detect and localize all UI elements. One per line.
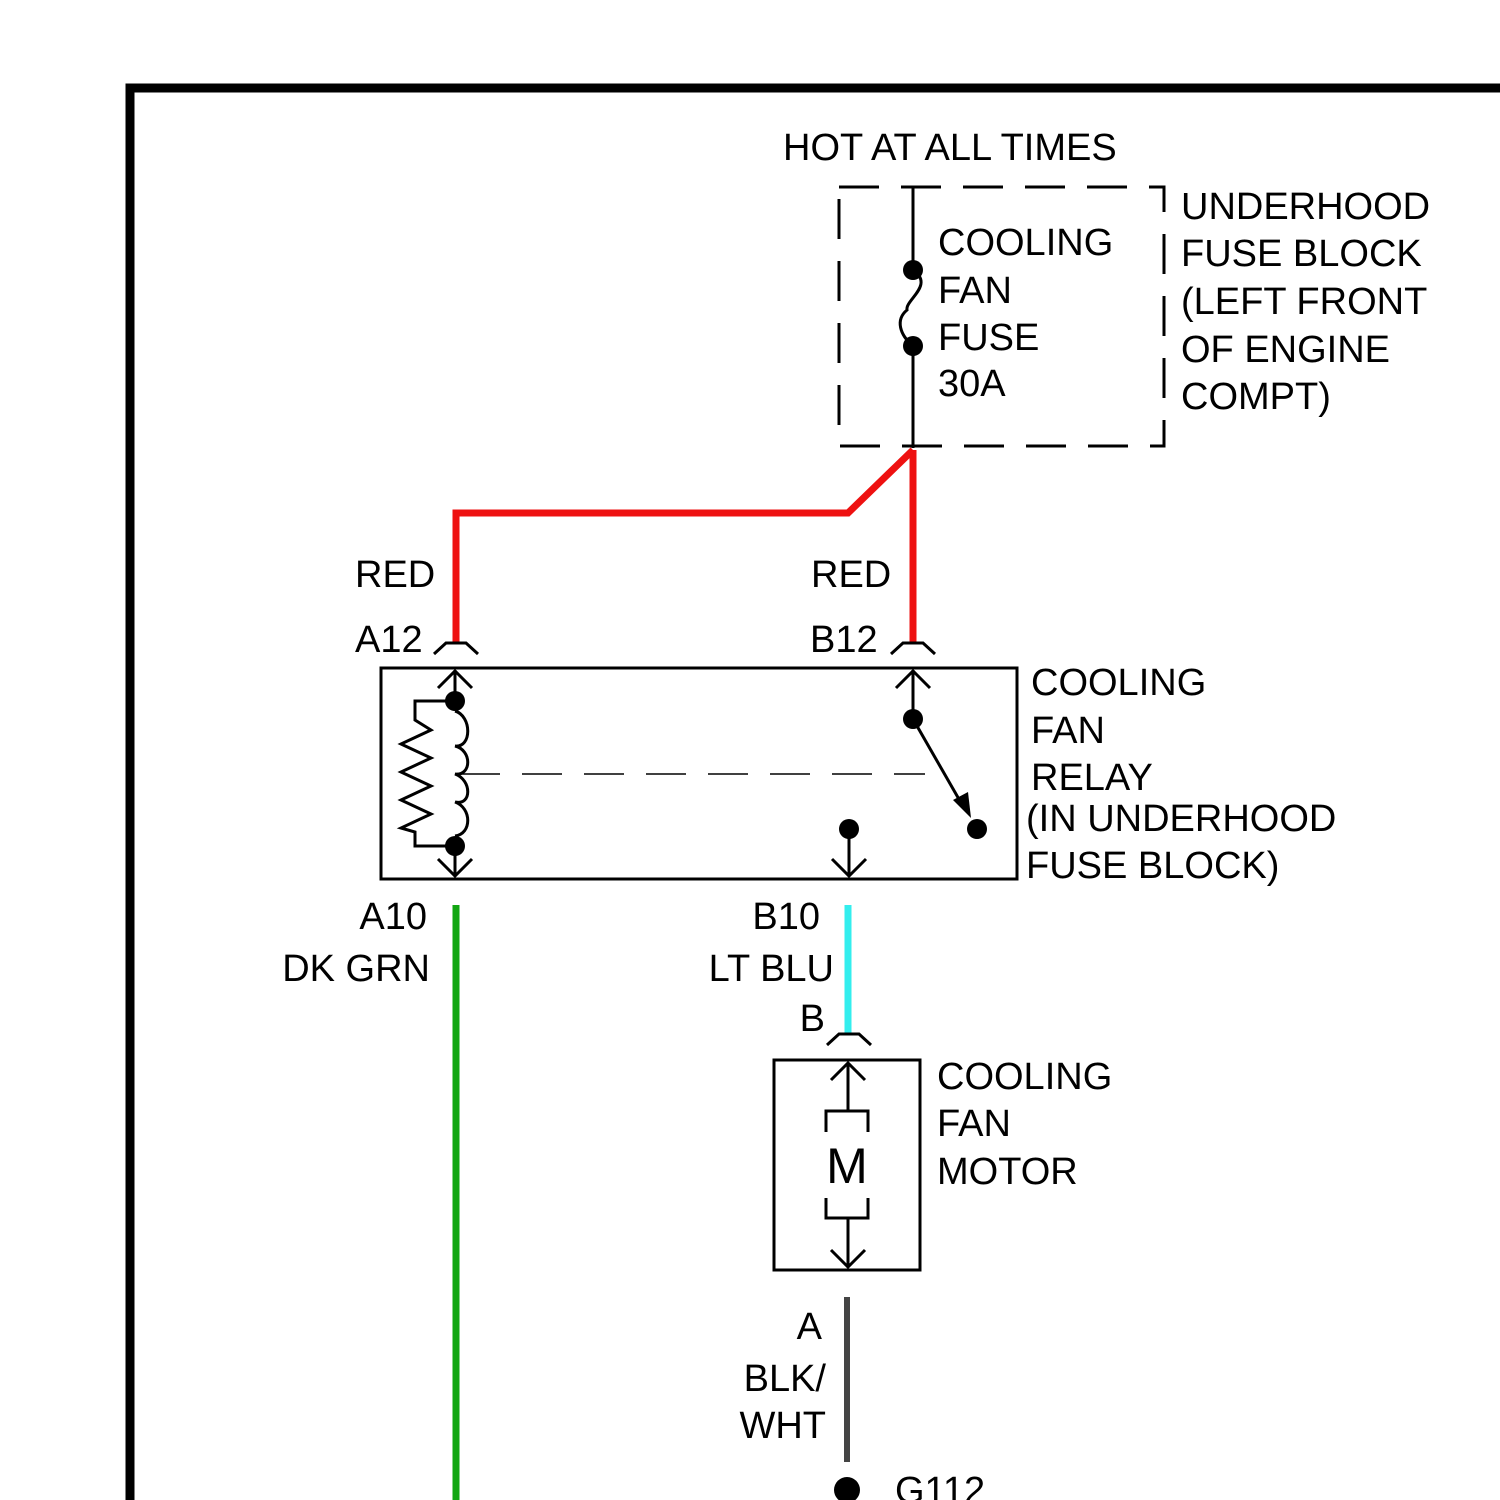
fuse-block-label-line: (LEFT FRONT [1181,281,1427,323]
pin-label-b10: B10 [752,896,820,938]
pin-label-b12: B12 [810,619,878,661]
pin-label-a10: A10 [359,896,427,938]
motor-symbol: M [826,1138,868,1194]
relay-label: COOLING FAN RELAY (IN UNDERHOOD FUSE BLO… [1026,662,1336,887]
ground-label: G112 [895,1470,985,1500]
fuse-label: COOLING FAN FUSE 30A [938,222,1113,405]
pin-label-motor-b: B [800,998,825,1040]
fuse-block-label: UNDERHOOD FUSE BLOCK (LEFT FRONT OF ENGI… [1181,186,1430,418]
relay-label-line: RELAY [1031,757,1153,799]
power-source-label: HOT AT ALL TIMES [783,127,1117,169]
fuse-label-line: FAN [938,270,1012,312]
connector-motor-b-icon [827,1034,871,1045]
wire-red-left [456,450,913,642]
relay-label-line: FAN [1031,710,1105,752]
pin-label-motor-a: A [797,1306,823,1348]
fuse-block-label-line: OF ENGINE [1181,329,1390,371]
wire-label-red-left: RED [355,554,435,596]
wire-label-red-right: RED [811,554,891,596]
motor-label-line: FAN [937,1103,1011,1145]
fuse-label-line: FUSE [938,317,1039,359]
motor-label-line: COOLING [937,1056,1112,1098]
fuse-icon [900,187,923,448]
relay-label-line: (IN UNDERHOOD [1026,798,1336,840]
fuse-block-label-line: UNDERHOOD [1181,186,1430,228]
relay-label-line: FUSE BLOCK) [1026,845,1279,887]
relay-switch-icon [832,670,987,876]
motor-label-line: MOTOR [937,1151,1078,1193]
ground-point-icon [834,1477,860,1500]
pin-label-a12: A12 [355,619,423,661]
wire-label-blk-wht: WHT [739,1405,826,1447]
fuse-block-label-line: FUSE BLOCK [1181,233,1422,275]
fuse-block-label-line: COMPT) [1181,376,1331,418]
fuse-label-line: 30A [938,363,1006,405]
fuse-label-line: COOLING [938,222,1113,264]
connector-a12-icon [434,643,478,654]
wire-label-dk-grn: DK GRN [282,948,430,990]
motor-label: COOLING FAN MOTOR [937,1056,1112,1193]
wire-label-lt-blu: LT BLU [709,948,834,990]
relay-coil-icon [401,670,472,876]
connector-b12-icon [891,643,935,654]
relay-label-line: COOLING [1031,662,1206,704]
wire-label-blk-wht: BLK/ [744,1358,827,1400]
